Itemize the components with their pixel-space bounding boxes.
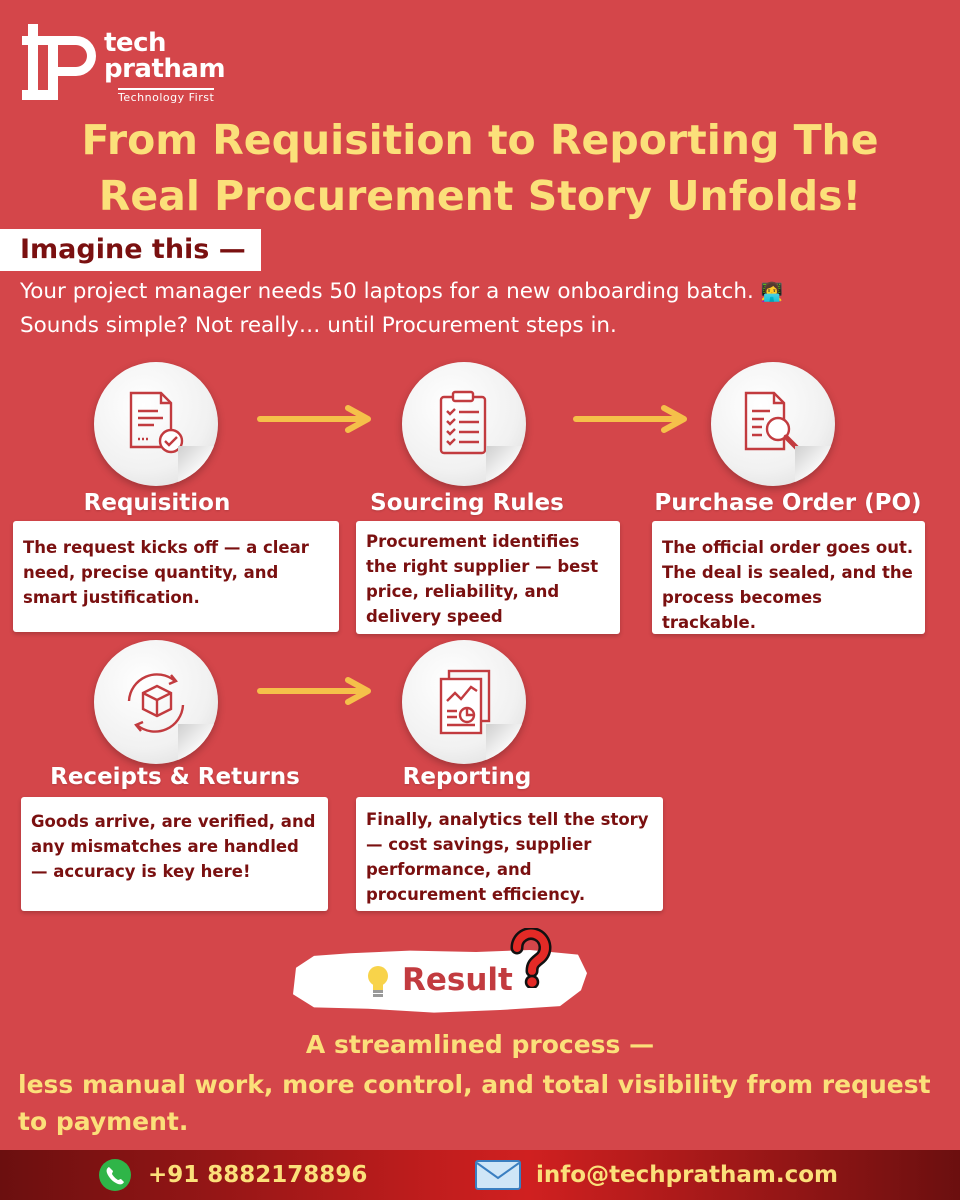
- mail-envelope-icon: [475, 1160, 521, 1190]
- receipts-icon-circle: [94, 640, 218, 764]
- lightbulb-icon: [368, 966, 388, 997]
- page-headline: From Requisition to Reporting The Real P…: [0, 112, 960, 224]
- arrow-right-icon: [257, 405, 371, 433]
- whatsapp-phone-icon: [99, 1159, 131, 1191]
- imagine-label: Imagine this —: [0, 229, 261, 271]
- requisition-icon-circle: [94, 362, 218, 486]
- question-mark-icon: [510, 928, 552, 988]
- step-title-sourcing: Sourcing Rules: [370, 490, 564, 516]
- arrow-right-icon: [257, 677, 371, 705]
- email-address[interactable]: info@techpratham.com: [536, 1162, 838, 1188]
- step-title-reporting: Reporting: [402, 764, 532, 790]
- page-curl-decoration: [486, 446, 526, 486]
- brand-name-line2: pratham: [104, 54, 226, 84]
- headline-line1: From Requisition to Reporting The: [81, 116, 879, 164]
- result-description: less manual work, more control, and tota…: [18, 1070, 931, 1136]
- page-curl-decoration: [178, 724, 218, 764]
- brand-tagline: Technology First: [118, 88, 215, 104]
- result-headline: A streamlined process —: [305, 1030, 655, 1059]
- report-chart-icon: [439, 669, 491, 735]
- sourcing-icon-circle: [402, 362, 526, 486]
- page-curl-decoration: [795, 446, 835, 486]
- contact-footer: +91 8882178896 info@techpratham.com: [0, 1150, 960, 1200]
- intro-line1: Your project manager needs 50 laptops fo…: [20, 275, 940, 309]
- phone-number[interactable]: +91 8882178896: [148, 1162, 368, 1188]
- card-receipts: Goods arrive, are verified, and any mism…: [21, 797, 328, 911]
- result-label: Result: [402, 962, 513, 998]
- intro-line1-text: Your project manager needs 50 laptops fo…: [20, 279, 754, 304]
- po-icon-circle: [711, 362, 835, 486]
- intro-line2: Sounds simple? Not really… until Procure…: [20, 313, 617, 338]
- card-reporting: Finally, analytics tell the story — cost…: [356, 797, 663, 911]
- step-title-po: Purchase Order (PO): [654, 490, 922, 516]
- step-title-receipts: Receipts & Returns: [50, 764, 300, 790]
- step-title-requisition: Requisition: [83, 490, 231, 516]
- page-curl-decoration: [486, 724, 526, 764]
- techpratham-logo: tech pratham Technology First: [22, 22, 242, 104]
- result-banner: Result: [290, 928, 590, 1020]
- tp-logo-mark: [22, 24, 96, 100]
- card-po: The official order goes out. The deal is…: [652, 521, 925, 634]
- page-curl-decoration: [178, 446, 218, 486]
- technologist-emoji: 👩‍💻: [760, 282, 784, 303]
- headline-line2: Real Procurement Story Unfolds!: [98, 172, 862, 220]
- card-requisition: The request kicks off — a clear need, pr…: [13, 521, 339, 632]
- box-return-icon: [127, 673, 185, 733]
- card-sourcing: Procurement identifies the right supplie…: [356, 521, 620, 634]
- brand-name-line1: tech: [104, 28, 166, 58]
- reporting-icon-circle: [402, 640, 526, 764]
- clipboard-checklist-icon: [439, 390, 487, 455]
- document-check-icon: [129, 391, 184, 454]
- arrow-right-icon: [573, 405, 687, 433]
- intro-text: Your project manager needs 50 laptops fo…: [20, 275, 940, 342]
